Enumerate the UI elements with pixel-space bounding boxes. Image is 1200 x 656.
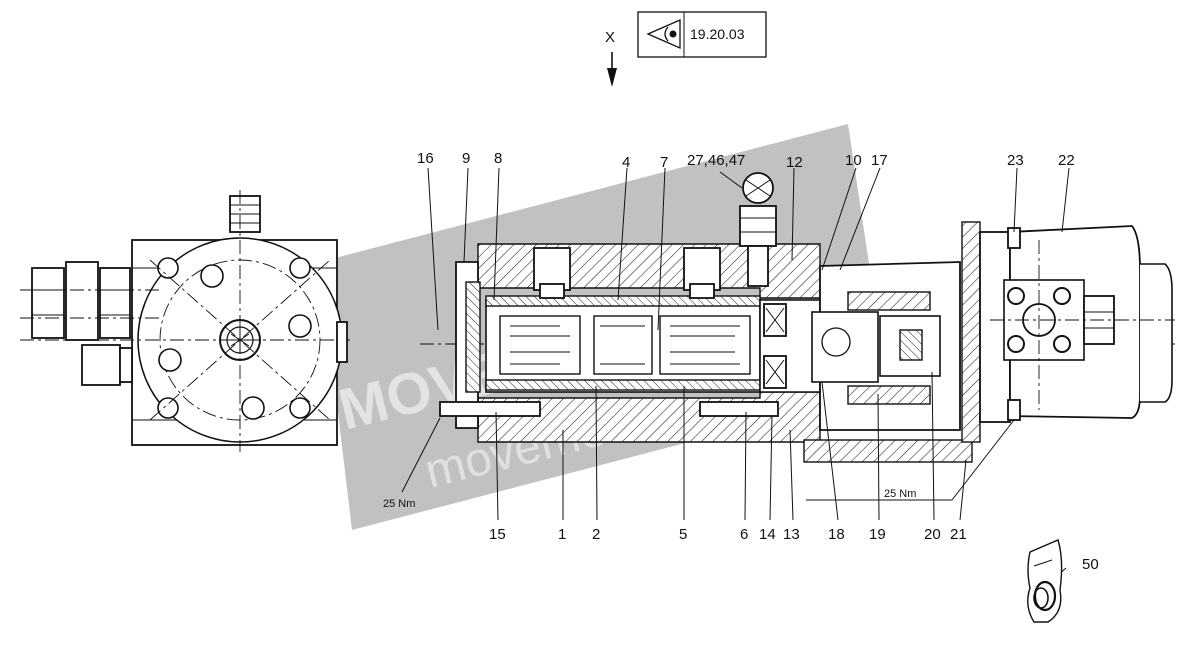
callout-15: 15 xyxy=(489,526,506,543)
callout-16: 16 xyxy=(417,150,434,167)
callout-50: 50 xyxy=(1082,556,1099,573)
callout-6: 6 xyxy=(740,526,748,543)
callout-19: 19 xyxy=(869,526,886,543)
eye-view-icon xyxy=(646,19,681,49)
callout-27-46-47: 27,46,47 xyxy=(687,152,745,169)
callout-1: 1 xyxy=(558,526,566,543)
view-direction-label: X xyxy=(605,29,615,46)
leader-lines xyxy=(401,167,1070,583)
gear-set xyxy=(499,315,751,375)
callout-23: 23 xyxy=(1007,152,1024,169)
end-view xyxy=(20,190,350,452)
section-view xyxy=(420,172,1175,463)
callout-9: 9 xyxy=(462,150,470,167)
callout-20: 20 xyxy=(924,526,941,543)
callout-17: 17 xyxy=(871,152,888,169)
callout-18: 18 xyxy=(828,526,845,543)
callout-labels: 16 9 8 4 7 27,46,47 12 10 17 23 22 15 1 … xyxy=(417,150,1099,573)
callout-13: 13 xyxy=(783,526,800,543)
callout-22: 22 xyxy=(1058,152,1075,169)
callout-8: 8 xyxy=(494,150,502,167)
reference-code: 19.20.03 xyxy=(690,26,745,42)
callout-12: 12 xyxy=(786,154,803,171)
callout-21: 21 xyxy=(950,526,967,543)
callout-5: 5 xyxy=(679,526,687,543)
torque-left: 25 Nm xyxy=(383,498,415,510)
callout-14: 14 xyxy=(759,526,776,543)
torque-right: 25 Nm xyxy=(884,488,916,500)
view-direction-marker: X xyxy=(605,29,617,87)
callout-10: 10 xyxy=(845,152,862,169)
reference-box: 19.20.03 xyxy=(637,11,767,58)
callout-2: 2 xyxy=(592,526,600,543)
callout-7: 7 xyxy=(660,154,668,171)
callout-4: 4 xyxy=(622,154,630,171)
seal-kit-bag-icon xyxy=(1027,539,1063,623)
